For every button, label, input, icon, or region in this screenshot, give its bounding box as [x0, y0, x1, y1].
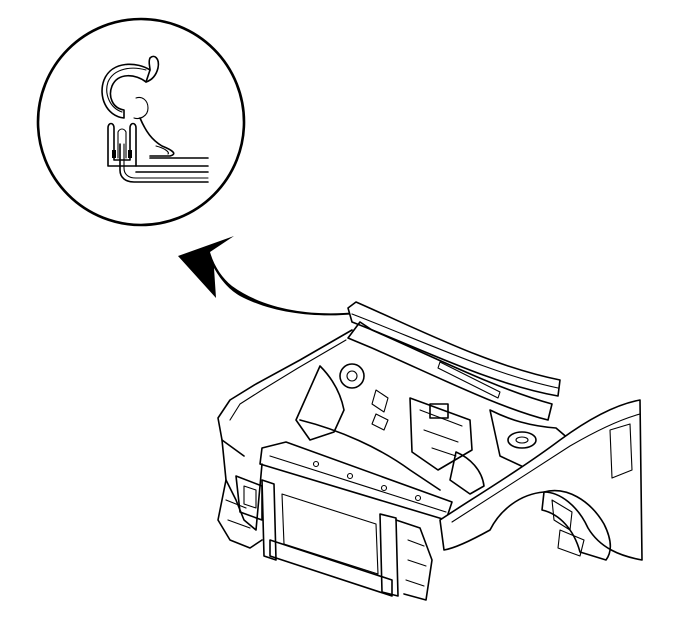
- seal-fin-edge: [155, 145, 169, 155]
- seal-bulb-outer: [101, 63, 151, 119]
- right-fender-crease: [451, 413, 641, 523]
- right-strut-mount-hole: [515, 436, 529, 444]
- radiator-support-lower: [269, 539, 393, 597]
- arrow-shape: [178, 236, 356, 316]
- detail-circle: [36, 17, 246, 227]
- seal-channel-tooth-left: [112, 150, 116, 158]
- panel-flange-outer: [119, 143, 209, 183]
- right-front-frame-detail: [405, 539, 427, 587]
- left-fender-inner: [229, 339, 347, 421]
- radiator-support-upper: [259, 441, 453, 521]
- support-bolt: [312, 460, 320, 468]
- radiator-support-upper-edge: [269, 455, 447, 513]
- right-strut-mount: [507, 431, 537, 449]
- bay-center-structure: [409, 397, 473, 471]
- bay-module-box: [429, 403, 449, 419]
- left-strut-tower: [295, 365, 345, 441]
- right-fender-hinge-area: [609, 423, 633, 479]
- seal-bulb-opening: [133, 96, 149, 120]
- radiator-support-left: [261, 479, 277, 561]
- radiator-opening: [281, 493, 379, 575]
- left-fender-edge: [217, 329, 353, 457]
- support-bolt: [346, 472, 354, 480]
- cowl-vent-slot: [437, 361, 501, 399]
- left-strut-mount: [339, 363, 365, 389]
- bay-center-detail: [419, 409, 463, 457]
- seal-bulb-inner: [106, 67, 147, 113]
- radiator-support-right: [379, 513, 399, 597]
- lower-left-horn: [217, 479, 263, 549]
- seal-cross-section-icon: [101, 55, 209, 183]
- seal-fin: [139, 117, 175, 157]
- left-headlamp-bracket: [243, 485, 257, 509]
- right-wheelhouse-liner: [551, 499, 585, 557]
- pointer-arrow-icon: [178, 236, 356, 316]
- left-headlamp-mount: [235, 475, 263, 521]
- support-bolt: [414, 494, 422, 502]
- cowl-seal-line: [351, 313, 559, 389]
- lower-left-horn-detail: [225, 499, 251, 529]
- left-apron-brackets: [371, 389, 389, 431]
- bay-rail-right: [449, 451, 485, 495]
- support-bolt: [380, 484, 388, 492]
- bay-floor-left: [299, 419, 441, 491]
- left-strut-mount-hole: [346, 370, 358, 382]
- right-wheel-opening: [541, 489, 612, 561]
- right-front-frame: [395, 519, 433, 601]
- seal-channel-grip: [117, 128, 127, 159]
- left-front-frame: [221, 439, 263, 531]
- cowl-seal-strip: [347, 301, 561, 397]
- panel-flange-mid: [123, 143, 209, 179]
- seal-channel: [107, 122, 137, 167]
- seal-detail-callout: [36, 17, 246, 227]
- panel-layers: [135, 157, 209, 173]
- seal-channel-tooth-right: [128, 150, 132, 158]
- cowl-panel: [347, 321, 553, 421]
- engine-compartment-icon: [217, 301, 643, 601]
- seal-bulb-tip: [145, 55, 160, 83]
- right-fender: [439, 399, 643, 561]
